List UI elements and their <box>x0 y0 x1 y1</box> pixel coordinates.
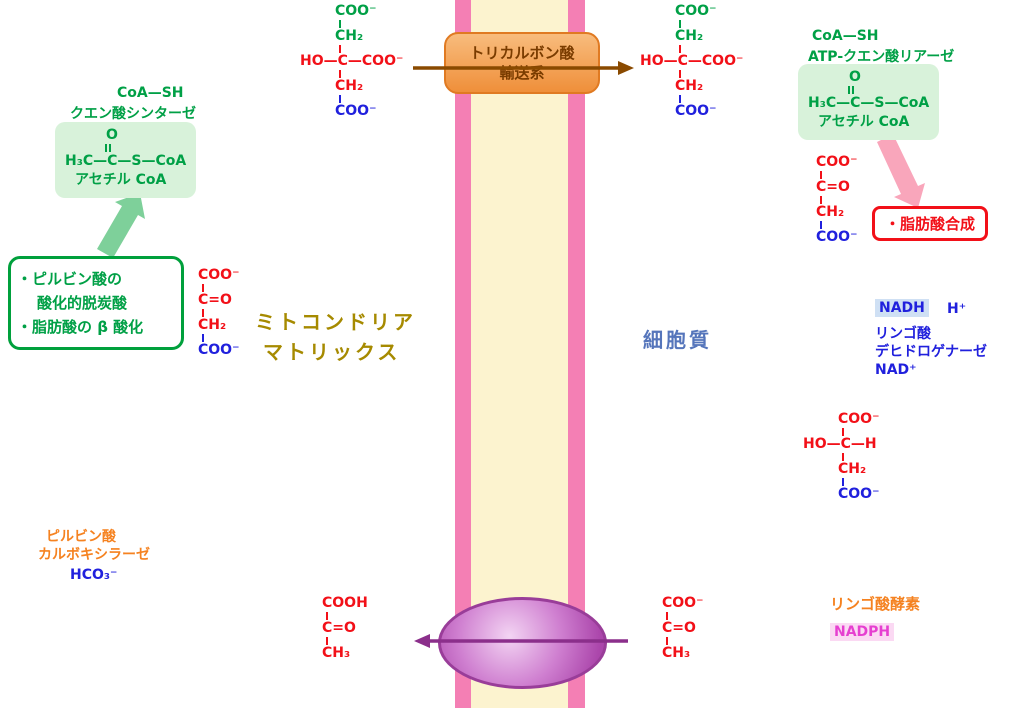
formula-line: HO—C—H <box>803 436 877 452</box>
bond <box>339 70 341 78</box>
bond <box>202 334 204 342</box>
formula-line: CH₂ <box>335 28 364 44</box>
bond <box>326 637 328 645</box>
bond <box>679 95 681 103</box>
pyruvate-carboxylase-label-line1: ピルビン酸 <box>46 529 116 545</box>
tricarboxylate-transporter: トリカルボン酸 輸送系 <box>444 32 600 94</box>
acetyl-coa-formula: H₃C—C—S—CoA <box>65 153 187 169</box>
acetyl-coa-formula: H₃C—C—S—CoA <box>808 95 930 111</box>
nadph-label: NADPH <box>830 623 895 641</box>
acetyl-coa-sources-box: ・ピルビン酸の 酸化的脱炭酸 ・脂肪酸の β 酸化 <box>8 256 184 350</box>
formula-line: CH₂ <box>675 78 704 94</box>
formula-line: COO⁻ <box>662 595 704 611</box>
formula-line: HO—C—COO⁻ <box>300 53 404 69</box>
formula-line: COOH <box>322 595 368 611</box>
pyruvate-matrix-structure: COOH C=O CH₃ <box>322 596 368 661</box>
formula-line: COO⁻ <box>675 103 717 119</box>
formula-line: CH₂ <box>198 317 227 333</box>
formula-line: COO⁻ <box>838 486 880 502</box>
acetyl-coa-box-matrix: O H₃C—C—S—CoA アセチル CoA <box>55 122 197 198</box>
bond <box>326 612 328 620</box>
fatty-acid-synthesis-arrow <box>877 134 925 208</box>
nadh-highlight: NADH <box>875 299 929 317</box>
bond <box>339 95 341 103</box>
bond <box>339 45 341 53</box>
formula-line: COO⁻ <box>335 3 377 19</box>
nad-plus-label: NAD⁺ <box>875 362 917 378</box>
atp-citrate-lyase-label: ATP-クエン酸リアーゼ <box>808 49 955 65</box>
formula-line: COO⁻ <box>816 154 858 170</box>
formula-line: COO⁻ <box>198 267 240 283</box>
coa-sh-label-matrix: CoA—SH <box>117 85 184 101</box>
formula-line: COO⁻ <box>198 342 240 358</box>
bond <box>666 612 668 620</box>
note-line3: ・脂肪酸の β 酸化 <box>17 318 144 336</box>
bond <box>820 171 822 179</box>
bond <box>339 20 341 28</box>
formula-line: COO⁻ <box>816 229 858 245</box>
bicarbonate-label: HCO₃⁻ <box>70 567 118 583</box>
pyruvate-transporter <box>438 597 607 689</box>
oxaloacetate-cytosol-structure: COO⁻ C=O CH₂ COO⁻ <box>816 155 857 245</box>
matrix-region-label-line1: ミトコンドリア <box>255 310 416 334</box>
nadph-highlight: NADPH <box>830 623 895 641</box>
note-line1: ・ピルビン酸の <box>17 270 123 288</box>
malate-dehydrogenase-label-line1: リンゴ酸 <box>875 326 931 342</box>
bond <box>842 428 844 436</box>
malate-cytosol-structure: COO⁻ HO—C—H CH₂ COO⁻ <box>803 412 879 502</box>
formula-line: CH₂ <box>335 78 364 94</box>
bond <box>842 478 844 486</box>
bond <box>679 45 681 53</box>
citrate-synthase-label: クエン酸シンターゼ <box>70 106 196 122</box>
bond <box>202 309 204 317</box>
formula-line: COO⁻ <box>335 103 377 119</box>
malate-dehydrogenase-label-line2: デヒドロゲナーゼ <box>875 344 987 360</box>
bond <box>679 70 681 78</box>
acetyl-coa-source-arrow <box>97 193 145 258</box>
pyruvate-carboxylase-label-line2: カルボキシラーゼ <box>38 547 150 563</box>
acetyl-coa-name: アセチル CoA <box>818 114 910 130</box>
formula-line: C=O <box>198 292 232 308</box>
formula-line: CH₃ <box>322 645 351 661</box>
acetyl-coa-name: アセチル CoA <box>75 172 167 188</box>
membrane-core <box>471 0 568 708</box>
bond <box>202 284 204 292</box>
h-plus-label: H⁺ <box>947 301 967 317</box>
formula-line: CH₂ <box>816 204 845 220</box>
citrate-cytosol-structure: COO⁻ CH₂ HO—C—COO⁻ CH₂ COO⁻ <box>640 4 743 119</box>
formula-line: CH₂ <box>838 461 867 477</box>
formula-line: C=O <box>662 620 696 636</box>
matrix-region-label-line2: マトリックス <box>263 340 401 364</box>
formula-line: COO⁻ <box>838 411 880 427</box>
bond <box>820 196 822 204</box>
note-line2: 酸化的脱炭酸 <box>37 294 128 312</box>
formula-line: C=O <box>816 179 850 195</box>
citrate-matrix-structure: COO⁻ CH₂ HO—C—COO⁻ CH₂ COO⁻ <box>300 4 403 119</box>
cytosol-region-label: 細胞質 <box>643 328 712 352</box>
acetyl-coa-box-cytosol: O H₃C—C—S—CoA アセチル CoA <box>798 64 940 140</box>
formula-line: CH₃ <box>662 645 691 661</box>
coa-sh-label-cytosol: CoA—SH <box>812 28 879 44</box>
bond <box>679 20 681 28</box>
double-bond <box>848 86 854 94</box>
bond <box>666 637 668 645</box>
nadh-label: NADH <box>875 299 929 317</box>
transporter-label-line1: トリカルボン酸 <box>469 44 575 62</box>
pyruvate-cytosol-structure: COO⁻ C=O CH₃ <box>662 596 703 661</box>
oxaloacetate-matrix-structure: COO⁻ C=O CH₂ COO⁻ <box>198 268 239 358</box>
formula-line: C=O <box>322 620 356 636</box>
bond <box>842 453 844 461</box>
formula-line: HO—C—COO⁻ <box>640 53 744 69</box>
carbonyl-oxygen: O <box>106 127 118 143</box>
malic-enzyme-label: リンゴ酸酵素 <box>830 595 921 613</box>
fatty-acid-synthesis-box: ・脂肪酸合成 <box>872 206 989 241</box>
formula-line: COO⁻ <box>675 3 717 19</box>
bond <box>820 221 822 229</box>
formula-line: CH₂ <box>675 28 704 44</box>
double-bond <box>105 144 111 152</box>
carbonyl-oxygen: O <box>849 69 861 85</box>
transporter-label-line2: 輸送系 <box>499 64 545 82</box>
